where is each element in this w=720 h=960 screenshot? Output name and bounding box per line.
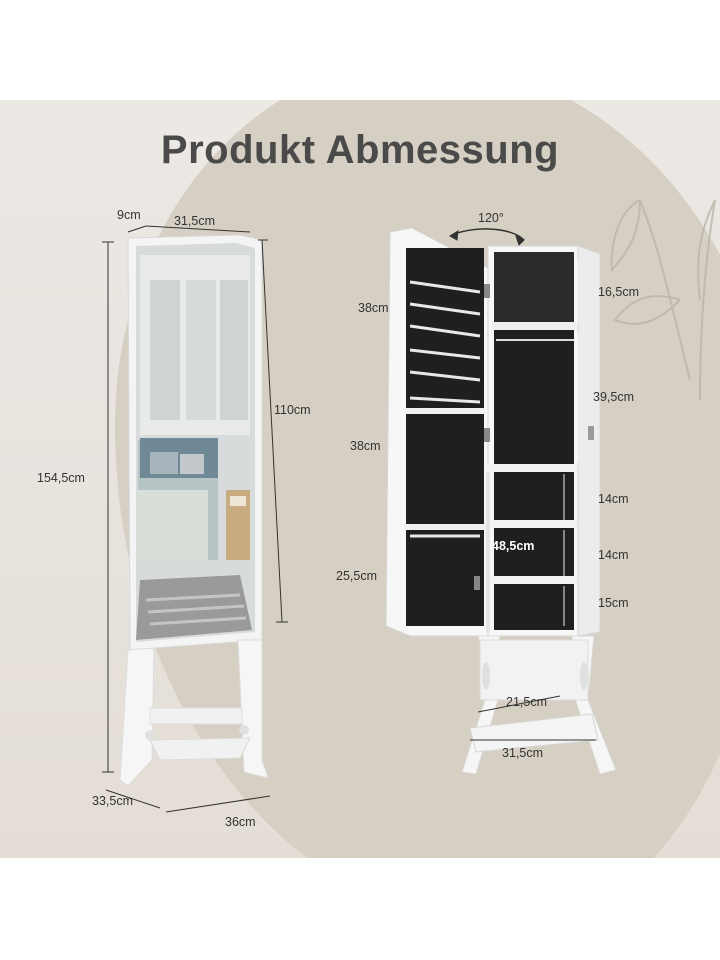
page-title: Produkt Abmessung	[160, 128, 560, 172]
label-base-outer-width: 31,5cm	[502, 746, 543, 760]
plant-decoration	[610, 199, 716, 401]
label-door-top: 38cm	[358, 301, 389, 315]
label-width: 31,5cm	[174, 214, 215, 228]
label-total-height: 154,5cm	[37, 471, 85, 485]
label-shelf-3: 15cm	[598, 596, 629, 610]
label-top-compartment: 16,5cm	[598, 285, 639, 299]
label-door-bottom: 25,5cm	[336, 569, 377, 583]
left-dimension-lines	[102, 225, 288, 813]
label-door-angle: 120°	[478, 211, 504, 225]
label-base-width: 36cm	[225, 815, 256, 829]
right-dimension-lines	[449, 228, 596, 741]
label-upper-compartment: 39,5cm	[593, 390, 634, 404]
jewelry-cabinet	[385, 227, 617, 775]
label-inner-width: 48,5cm	[492, 539, 535, 553]
standing-mirror	[119, 234, 269, 787]
door-velvet	[406, 248, 484, 626]
label-base-inner-width: 21,5cm	[506, 695, 547, 709]
label-depth: 9cm	[117, 208, 141, 222]
label-mirror-height: 110cm	[274, 403, 311, 417]
label-door-middle: 38cm	[350, 439, 381, 453]
label-shelf-2: 14cm	[598, 548, 629, 562]
label-base-depth: 33,5cm	[92, 794, 133, 808]
label-shelf-1: 14cm	[598, 492, 629, 506]
